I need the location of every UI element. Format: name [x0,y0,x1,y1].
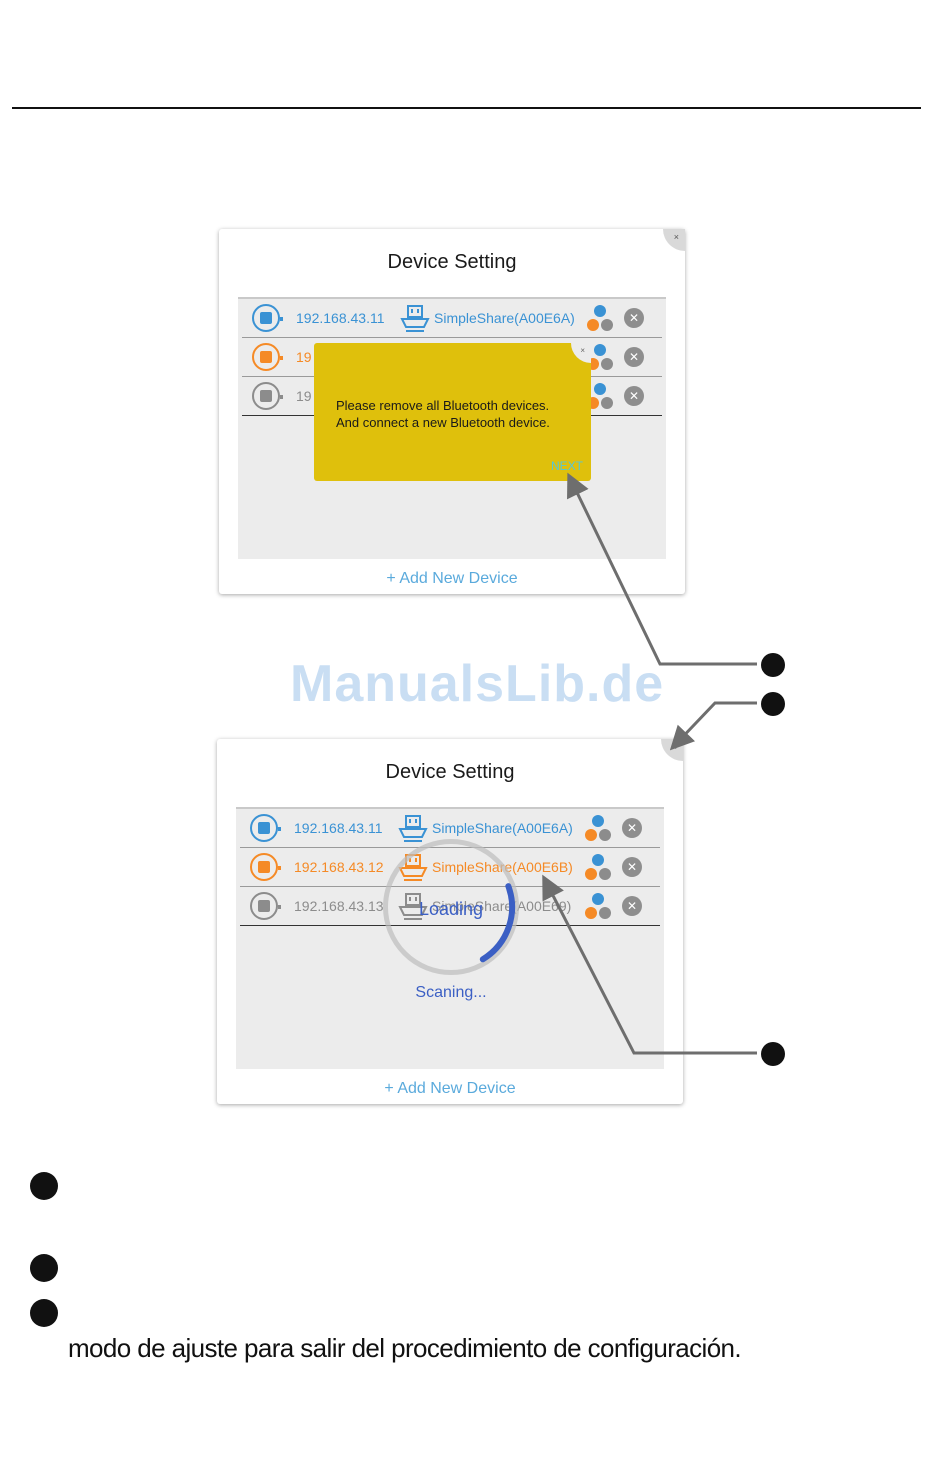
bluetooth-reset-popup: × Please remove all Bluetooth devices. A… [314,343,591,481]
header-rule [12,107,921,109]
device-setting-dialog-2: × Device Setting 192.168.43.11 SimpleSha… [217,739,683,1104]
step-marker [30,1172,58,1200]
device-name: SimpleShare(A00E6A) [432,820,573,836]
remove-device-button[interactable]: ✕ [624,308,644,328]
device-ip: 192.168.43.11 [294,820,383,836]
device-ip: 19 [296,349,312,365]
device-ip: 192.168.43.13 [294,898,384,914]
device-icon [252,382,283,410]
bluetooth-devices-icon [583,893,613,921]
device-icon [250,892,281,920]
bluetooth-devices-icon [585,305,615,333]
loading-label: Loading [418,899,484,919]
add-new-device-button[interactable]: + Add New Device [384,1080,516,1097]
remove-device-button[interactable]: ✕ [624,386,644,406]
scanning-status: Scaning... [415,984,487,1001]
callout-marker [761,1042,785,1066]
device-name: SimpleShare(A00E6A) [434,310,575,326]
usb-dongle-icon [400,305,430,332]
device-icon [252,304,283,332]
remove-device-button[interactable]: ✕ [622,818,642,838]
callout-marker [761,692,785,716]
remove-device-button[interactable]: ✕ [624,347,644,367]
device-icon [250,853,281,881]
device-ip: 192.168.43.11 [296,310,385,326]
popup-line-2: And connect a new Bluetooth device. [336,415,550,430]
popup-message: Please remove all Bluetooth devices. And… [336,397,550,431]
device-row[interactable]: 192.168.43.11 SimpleShare(A00E6A) ✕ [240,809,660,848]
remove-device-button[interactable]: ✕ [622,896,642,916]
device-icon [250,814,281,842]
usb-dongle-icon [398,815,428,842]
dialog-title: Device Setting [387,251,517,273]
bluetooth-devices-icon [583,854,613,882]
popup-line-1: Please remove all Bluetooth devices. [336,398,550,413]
callout-marker [761,653,785,677]
next-button[interactable]: NEXT [550,459,583,473]
device-setting-dialog-1: × Device Setting 192.168.43.11 SimpleSha… [219,229,685,594]
device-icon [252,343,283,371]
watermark: ManualsLib.de [290,655,665,713]
step-marker [30,1299,58,1327]
bluetooth-devices-icon [583,815,613,843]
remove-device-button[interactable]: ✕ [622,857,642,877]
device-ip: 192.168.43.12 [294,859,384,875]
instruction-text: modo de ajuste para salir del procedimie… [68,1333,742,1363]
step-marker [30,1254,58,1282]
device-row[interactable]: 192.168.43.11 SimpleShare(A00E6A) ✕ [242,299,662,338]
dialog-title: Device Setting [385,761,515,783]
loading-spinner-arc [479,883,516,963]
loading-spinner-ring [383,839,519,975]
device-ip: 19 [296,388,312,404]
add-new-device-button[interactable]: + Add New Device [386,570,518,587]
